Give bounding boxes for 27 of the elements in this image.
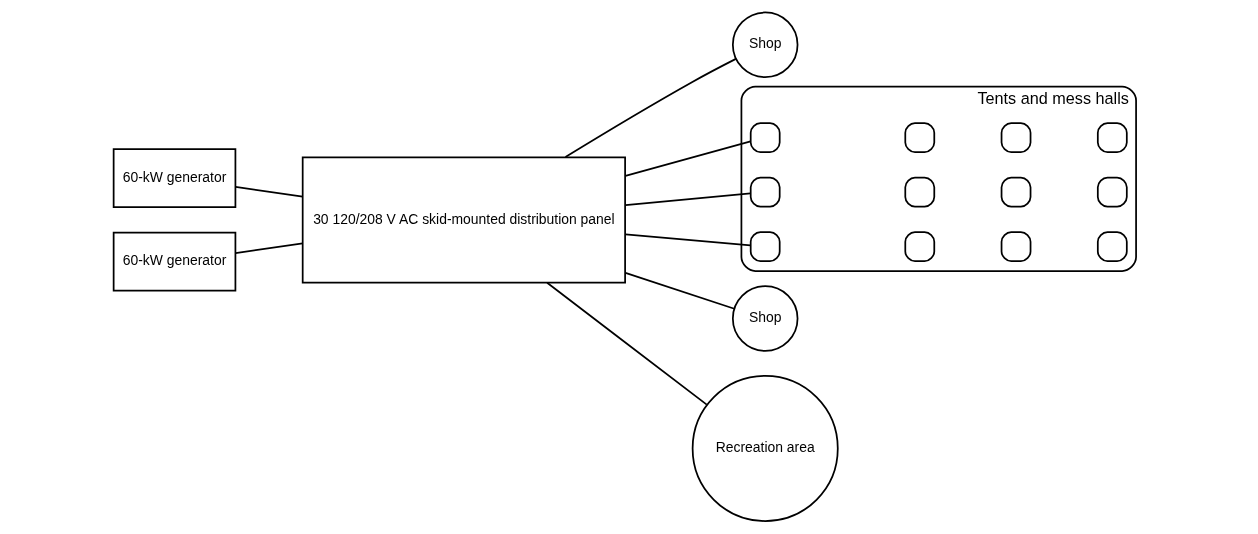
connector (564, 58, 737, 158)
node-box (749, 231, 781, 262)
connector (624, 272, 735, 310)
node-box (1096, 176, 1128, 208)
node-box: 60-kW generator (112, 231, 236, 292)
connector (234, 186, 304, 198)
node-box (1000, 176, 1031, 208)
node-circle: Recreation area (691, 375, 839, 522)
connector (624, 233, 751, 247)
node-box (903, 122, 935, 153)
connector (624, 140, 751, 177)
node-box: 60-kW generator (112, 148, 236, 209)
node-circle: Shop (731, 285, 798, 352)
node-box (903, 176, 935, 208)
node-box (903, 231, 935, 262)
node-box: 30 120/208 V AC skid-mounted distribution panel (301, 156, 626, 284)
connector (624, 192, 751, 206)
cluster: Tents and mess halls (740, 85, 1137, 272)
node-box (1000, 231, 1031, 262)
node-box (1000, 122, 1031, 153)
node-box (749, 122, 781, 153)
connector (545, 281, 708, 406)
node-box (1096, 231, 1128, 262)
node-box (749, 176, 781, 208)
node-circle: Shop (731, 11, 798, 79)
node-box (1096, 122, 1128, 153)
connector (234, 242, 304, 254)
